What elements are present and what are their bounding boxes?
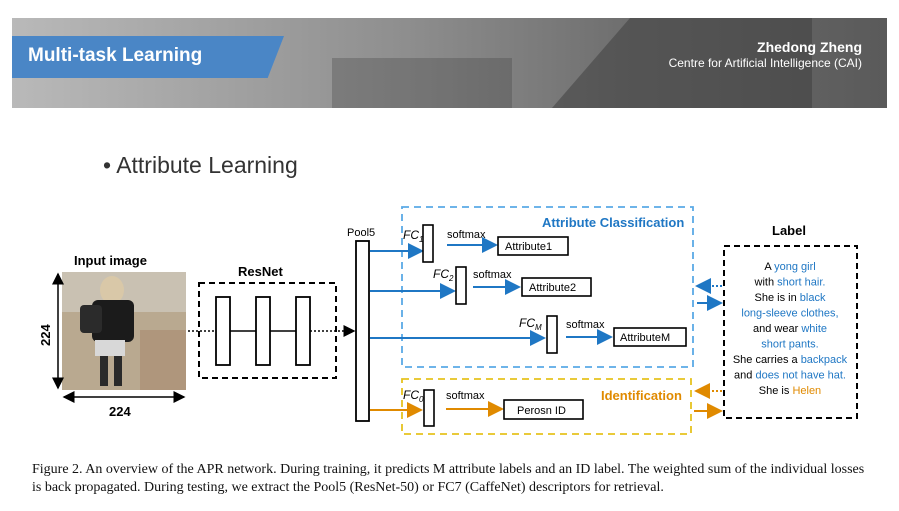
label-line: She is Helen bbox=[759, 385, 821, 397]
fc0-layer bbox=[423, 389, 435, 427]
label-line: long-sleeve clothes, bbox=[741, 308, 838, 320]
author-affiliation: Centre for Artificial Intelligence (CAI) bbox=[668, 56, 862, 70]
label-line: and does not have hat. bbox=[734, 370, 846, 382]
bullet-point: • Attribute Learning bbox=[103, 152, 298, 178]
dim-label-vertical: 224 bbox=[38, 324, 53, 346]
attribute2-label: Attribute2 bbox=[529, 282, 576, 294]
label-line: A yong girl bbox=[764, 261, 815, 273]
label-line: short pants. bbox=[761, 339, 818, 351]
resnet-layer-3 bbox=[295, 296, 311, 366]
label-line: She carries a backpack bbox=[733, 354, 848, 366]
person-id-label: Perosn ID bbox=[517, 405, 566, 417]
softmax-label-m: softmax bbox=[566, 319, 605, 331]
attributem-box bbox=[613, 327, 687, 347]
resnet-label: ResNet bbox=[238, 264, 283, 279]
resnet-layer-2 bbox=[255, 296, 271, 366]
pool5-label: Pool5 bbox=[347, 227, 375, 239]
attributem-label: AttributeM bbox=[620, 332, 670, 344]
softmax-label-0: softmax bbox=[446, 390, 485, 402]
label-title: Label bbox=[772, 223, 806, 238]
bullet-text: Attribute Learning bbox=[116, 152, 298, 178]
attribute2-box bbox=[521, 277, 592, 297]
attribute-classification-title: Attribute Classification bbox=[542, 215, 684, 230]
fc0-label: FC0 bbox=[403, 388, 424, 404]
person-id-box bbox=[503, 399, 584, 420]
attribute1-label: Attribute1 bbox=[505, 241, 552, 253]
resnet-layer-1 bbox=[215, 296, 231, 366]
identification-box bbox=[401, 378, 692, 435]
fcm-layer bbox=[546, 315, 558, 354]
fc2-layer bbox=[455, 266, 467, 305]
attribute1-box bbox=[497, 236, 569, 256]
identification-title: Identification bbox=[601, 388, 682, 403]
background-building bbox=[332, 58, 512, 108]
fc2-label: FC2 bbox=[433, 267, 454, 283]
input-image-label: Input image bbox=[74, 253, 147, 268]
label-box bbox=[723, 245, 858, 419]
author-name: Zhedong Zheng bbox=[757, 39, 862, 55]
softmax-label-2: softmax bbox=[473, 269, 512, 281]
figure-caption: Figure 2. An overview of the APR network… bbox=[32, 462, 865, 495]
fcm-label: FCM bbox=[519, 316, 542, 332]
label-line: She is in black bbox=[755, 292, 826, 304]
dim-label-horizontal: 224 bbox=[109, 404, 131, 419]
slide-title: Multi-task Learning bbox=[28, 45, 203, 66]
label-line: with short hair. bbox=[754, 277, 826, 289]
header-band: Multi-task Learning Zhedong Zheng Centre… bbox=[12, 18, 887, 108]
pedestrian-image bbox=[62, 272, 186, 390]
pool5-layer bbox=[355, 240, 370, 422]
fc1-label: FC1 bbox=[403, 228, 423, 244]
title-banner bbox=[12, 36, 284, 78]
label-line: and wear white bbox=[753, 323, 827, 335]
label-description: A yong girl with short hair. She is in bla… bbox=[733, 261, 848, 397]
attribute-classification-box bbox=[401, 206, 694, 368]
softmax-label-1: softmax bbox=[447, 229, 486, 241]
fc1-layer bbox=[422, 224, 434, 263]
